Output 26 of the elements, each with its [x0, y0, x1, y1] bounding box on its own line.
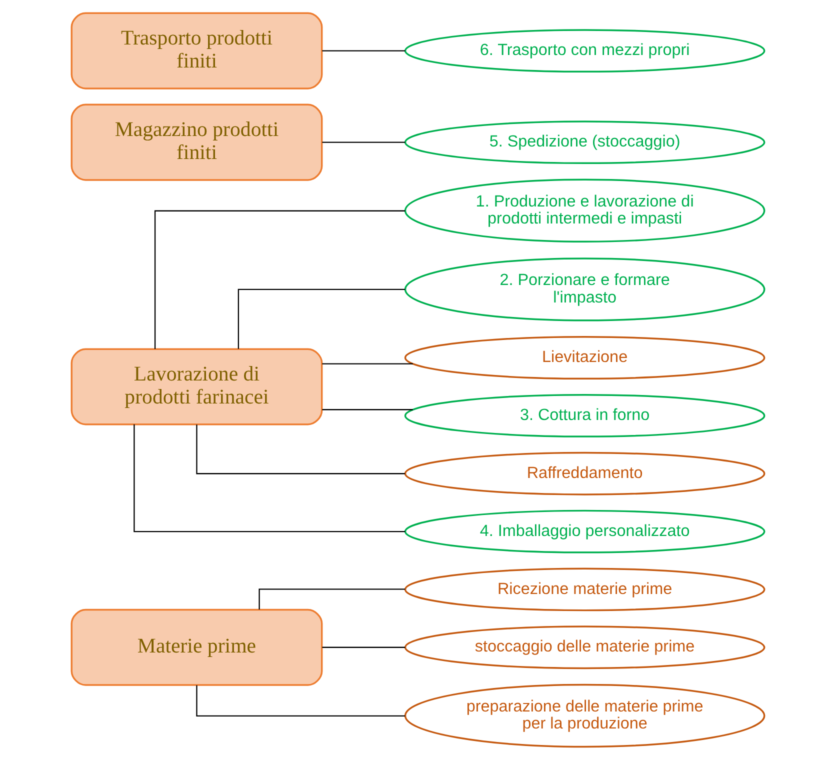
connector [238, 288, 406, 349]
node-ellipse: Lievitazione [404, 336, 766, 380]
node-ellipse: 5. Spedizione (stoccaggio) [404, 120, 766, 164]
connector [196, 424, 405, 474]
node-ellipse: 1. Produzione e lavorazione di prodotti intermedi e impasti [404, 178, 766, 242]
connector [322, 50, 406, 52]
node-ellipse: 3. Cottura in forno [404, 394, 766, 438]
node-box: Magazzino prodotti finiti [70, 104, 323, 181]
connector [196, 685, 405, 717]
node-box: Trasporto prodotti finiti [70, 12, 323, 90]
node-ellipse: stoccaggio delle materie prime [404, 626, 766, 670]
node-ellipse: preparazione delle materie prime per la produzione [404, 684, 766, 748]
node-ellipse: Raffreddamento [404, 452, 766, 496]
connector [258, 588, 405, 610]
node-box: Materie prime [70, 608, 323, 686]
connector [322, 142, 406, 143]
node-ellipse: Ricezione materie prime [404, 568, 766, 612]
connector [134, 424, 406, 532]
connector [322, 363, 413, 364]
node-box: Lavorazione di prodotti farinacei [70, 348, 323, 426]
node-ellipse: 6. Trasporto con mezzi propri [404, 29, 766, 73]
connector [154, 210, 406, 349]
connector [322, 409, 413, 410]
node-ellipse: 2. Porzionare e formare l'impasto [404, 258, 766, 322]
connector [322, 646, 406, 648]
node-ellipse: 4. Imballaggio personalizzato [404, 510, 766, 554]
